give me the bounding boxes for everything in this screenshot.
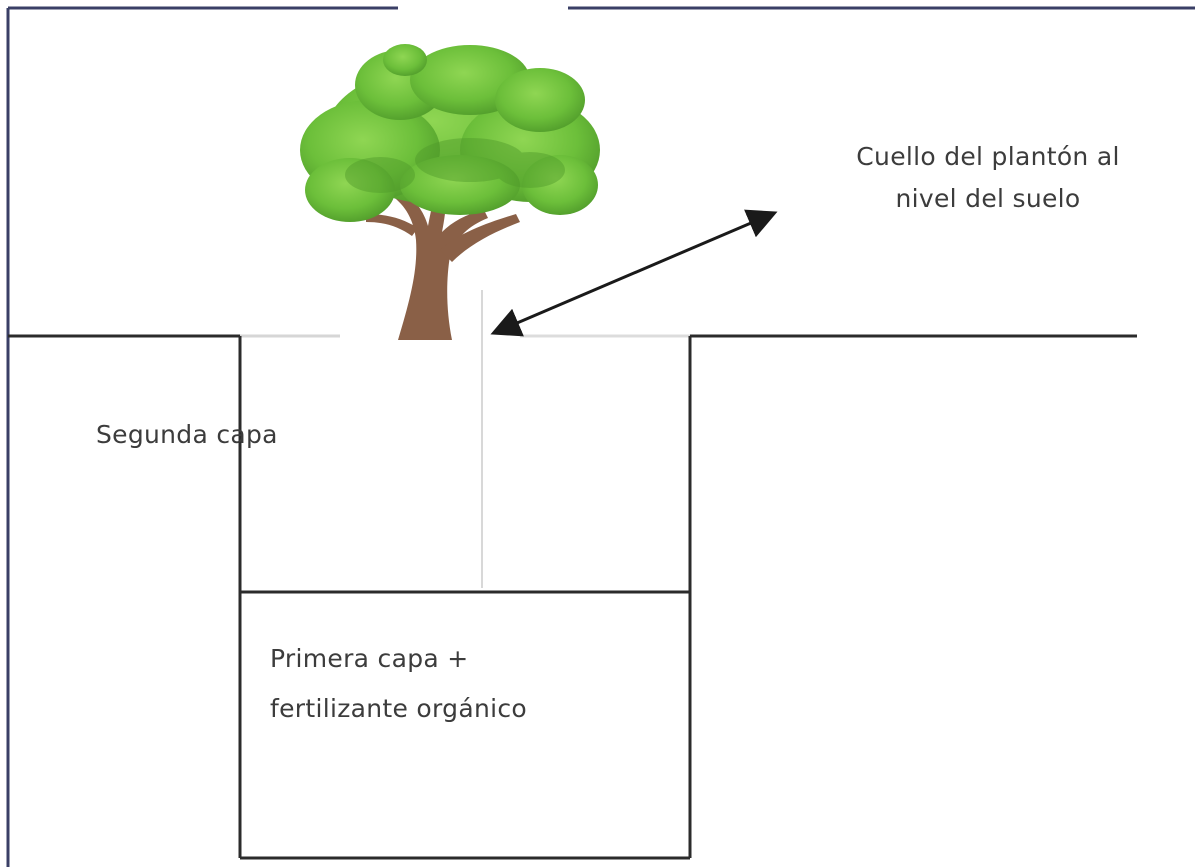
collar-label-line1: Cuello del plantón al bbox=[856, 142, 1120, 171]
tree-foliage bbox=[300, 44, 600, 222]
second-layer-label: Segunda capa bbox=[96, 420, 278, 449]
frame bbox=[6, 6, 1195, 867]
tree-foliage-shade bbox=[345, 138, 565, 193]
first-layer-label-line1: Primera capa + bbox=[270, 644, 469, 673]
first-layer-label: Primera capa + fertilizante orgánico bbox=[270, 640, 527, 728]
collar-label-line2: nivel del suelo bbox=[895, 184, 1081, 213]
first-layer-label-line2: fertilizante orgánico bbox=[270, 694, 527, 723]
planting-hole bbox=[238, 336, 692, 860]
double-headed-arrow bbox=[490, 209, 778, 337]
tree-icon bbox=[300, 44, 600, 340]
collar-label: Cuello del plantón al nivel del suelo bbox=[808, 138, 1168, 218]
